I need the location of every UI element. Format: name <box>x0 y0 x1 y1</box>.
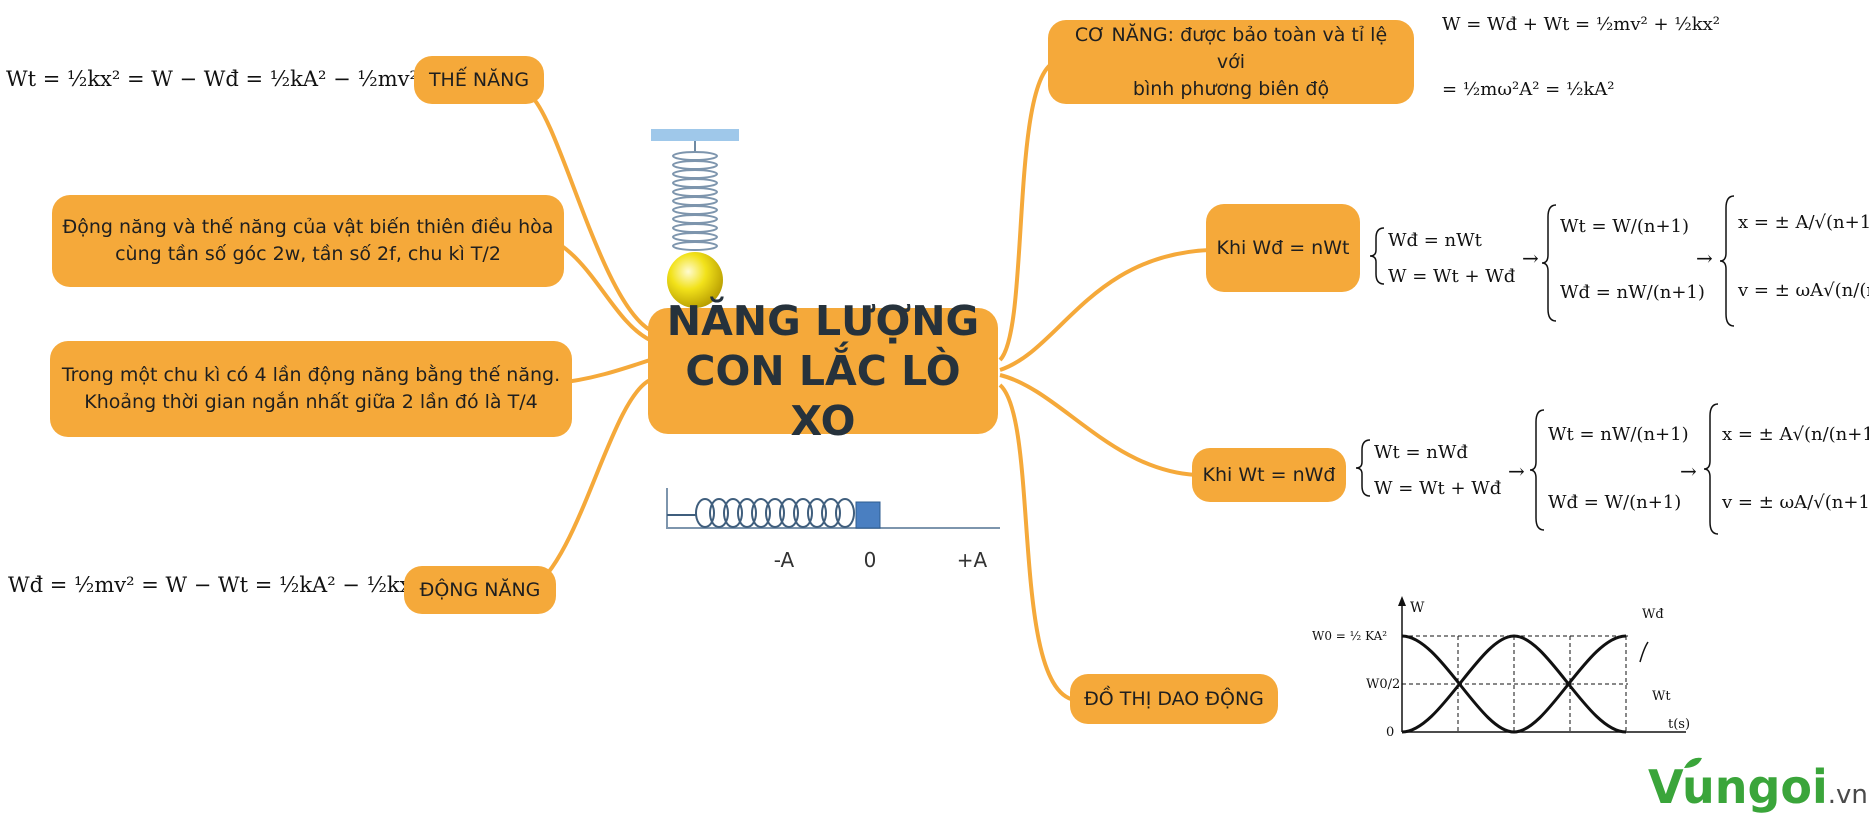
khi-wt-result-1: Wt = nW/(n+1) <box>1548 424 1689 445</box>
khi-wd-result-1: Wt = W/(n+1) <box>1560 216 1689 237</box>
vertical-spring-coils <box>672 151 718 251</box>
node-bien-thien: Động năng và thế năng của vật biến thiên… <box>52 195 564 287</box>
node-bien-thien-line2: cùng tần số góc 2w, tần số 2f, chu kì T/… <box>115 243 501 265</box>
node-dong-nang: ĐỘNG NĂNG <box>404 566 556 614</box>
horizontal-spring-system <box>666 488 1000 529</box>
node-khi-wd-label: Khi Wđ = nWt <box>1216 236 1350 259</box>
connector-khi-wd <box>999 248 1211 372</box>
node-khi-wt: Khi Wt = nWđ <box>1192 448 1346 502</box>
central-topic-line2: CON LẮC LÒ XO <box>685 347 961 445</box>
graph-zero-label: 0 <box>1386 725 1394 740</box>
graph-wd-label: Wđ <box>1642 607 1664 622</box>
horizontal-spring-coils <box>695 498 855 528</box>
arrow-khi-wd-2: → <box>1696 246 1713 270</box>
khi-wd-result-2: Wđ = nW/(n+1) <box>1560 282 1705 303</box>
energy-graph: W t(s) W0 = ½ KA² W0/2 0 Wđ Wt <box>1312 596 1690 740</box>
node-do-thi-label: ĐỒ THỊ DAO ĐỘNG <box>1084 687 1264 710</box>
arrow-khi-wt-2: → <box>1680 459 1697 483</box>
formula-co-nang-1: W = Wđ + Wt = ½mv² + ½kx² <box>1442 14 1720 35</box>
connector-khi-wt <box>999 373 1197 477</box>
khi-wt-final-2: v = ± ωA/√(n+1) <box>1721 492 1869 513</box>
brace-khi-wd-2 <box>1541 204 1557 322</box>
node-the-nang: THẾ NĂNG <box>414 56 544 104</box>
connector-co-nang <box>998 60 1057 362</box>
brace-khi-wd-1 <box>1369 227 1385 285</box>
graph-x-label: t(s) <box>1668 717 1690 732</box>
khi-wt-final-1: x = ± A√(n/(n+1)) <box>1722 424 1869 445</box>
khi-wt-system-1: Wt = nWđ <box>1374 442 1468 463</box>
node-co-nang: CƠ NĂNG: được bảo toàn và tỉ lệ với bình… <box>1048 20 1414 104</box>
node-co-nang-line2: bình phương biên độ <box>1132 77 1330 100</box>
khi-wt-system-2: W = Wt + Wđ <box>1374 478 1501 499</box>
central-topic-line1: NĂNG LƯỢNG <box>666 297 980 345</box>
node-co-nang-line1: CƠ NĂNG: được bảo toàn và tỉ lệ với <box>1074 23 1388 73</box>
central-topic: NĂNG LƯỢNG CON LẮC LÒ XO <box>648 297 998 445</box>
graph-y-label: W <box>1410 600 1425 616</box>
graph-w0-label: W0 = ½ KA² <box>1312 629 1387 643</box>
khi-wd-system-2: W = Wt + Wđ <box>1388 266 1515 287</box>
graph-y-arrow <box>1398 596 1406 606</box>
graph-guides <box>1402 635 1628 732</box>
node-bien-thien-line1: Động năng và thế năng của vật biến thiên… <box>62 216 554 238</box>
brace-khi-wd-3 <box>1719 195 1735 327</box>
ceiling-support <box>651 129 739 141</box>
vungoi-logo: Vungoi.vn <box>1648 760 1868 814</box>
node-dong-nang-label: ĐỘNG NĂNG <box>419 578 541 601</box>
spring-block <box>855 501 881 529</box>
wd-pointer <box>1639 641 1649 663</box>
axis-label-minus-a: -A <box>774 548 795 572</box>
graph-w0-half-label: W0/2 <box>1366 677 1400 692</box>
node-khi-wt-label: Khi Wt = nWđ <box>1202 463 1336 486</box>
brace-khi-wt-2 <box>1529 409 1545 531</box>
logo-suffix-text: .vn <box>1827 780 1868 810</box>
graph-wt-label: Wt <box>1652 689 1671 704</box>
node-khi-wd: Khi Wđ = nWt <box>1206 204 1360 292</box>
brace-khi-wt-1 <box>1355 439 1371 497</box>
logo-main-text: Vungoi <box>1648 760 1828 814</box>
khi-wd-final-2: v = ± ωA√(n/(n+1)) <box>1737 280 1869 301</box>
connector-do-thi <box>998 383 1076 702</box>
node-chu-ki: Trong một chu kì có 4 lần động năng bằng… <box>50 341 572 437</box>
node-chu-ki-line1: Trong một chu kì có 4 lần động năng bằng… <box>61 364 561 386</box>
formula-dong-nang: Wđ = ½mv² = W − Wt = ½kA² − ½kx² <box>8 573 420 597</box>
curve-wd <box>1401 634 1627 734</box>
node-chu-ki-line2: Khoảng thời gian ngắn nhất giữa 2 lần đó… <box>84 391 538 413</box>
arrow-khi-wd-1: → <box>1522 246 1539 270</box>
formulas: Wt = ½kx² = W − Wđ = ½kA² − ½mv² Wđ = ½m… <box>6 14 1869 597</box>
axis-label-plus-a: +A <box>957 548 988 572</box>
vertical-spring-pendulum <box>651 129 739 308</box>
pendulum-ball <box>667 252 723 308</box>
formula-co-nang-2: = ½mω²A² = ½kA² <box>1442 79 1615 100</box>
node-do-thi: ĐỒ THỊ DAO ĐỘNG <box>1070 674 1278 724</box>
arrow-khi-wt-1: → <box>1508 459 1525 483</box>
khi-wd-final-1: x = ± A/√(n+1) <box>1738 212 1869 233</box>
connector-the-nang <box>528 93 652 332</box>
formula-the-nang: Wt = ½kx² = W − Wđ = ½kA² − ½mv² <box>6 67 418 91</box>
khi-wd-system-1: Wđ = nWt <box>1388 230 1483 251</box>
node-the-nang-label: THẾ NĂNG <box>428 68 530 91</box>
khi-wt-result-2: Wđ = W/(n+1) <box>1548 492 1681 513</box>
axis-label-zero: 0 <box>864 548 877 572</box>
logo-leaf-icon <box>1684 757 1702 768</box>
brace-khi-wt-3 <box>1703 403 1719 535</box>
wall-and-floor <box>666 488 1000 529</box>
connector-lines <box>528 60 1211 702</box>
curve-wt <box>1401 634 1627 734</box>
